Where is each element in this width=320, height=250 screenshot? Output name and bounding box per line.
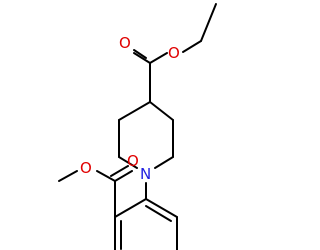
atom-o-methyl-ether: O	[80, 159, 92, 177]
bond-carbonyl-ether	[149, 52, 168, 64]
bond-carbonyl-double-2	[133, 49, 147, 59]
bond-ether-ch2	[182, 40, 202, 53]
bond-ch2-ch3	[200, 3, 217, 42]
bond-ring-n-c6	[154, 156, 174, 169]
bond-ether-methyl	[58, 170, 78, 182]
bond-benz-c6-c1	[145, 198, 178, 218]
bond-carbonyl-double-1	[133, 52, 151, 64]
bond-benz-c6-c1-inner	[145, 205, 172, 222]
bond-ring-c2-n	[118, 156, 138, 169]
atom-o-ethyl-carbonyl: O	[119, 34, 131, 52]
atom-n-piperidine: N	[140, 165, 151, 183]
bond-benz-c1-c2	[114, 198, 147, 218]
chemical-structure-diagram: O O N O O	[58, 3, 217, 250]
bond-ester-carbonyl-double-2	[110, 165, 129, 177]
bond-ester-carbon-ether	[96, 170, 116, 182]
bond-ring-c4-c3	[118, 101, 151, 121]
bond-ester-carbonyl-double-1	[114, 170, 133, 182]
atom-o-methyl-carbonyl: O	[127, 152, 139, 170]
bond-ring-c5-c4	[149, 101, 174, 121]
atom-o-ethyl-ether: O	[168, 44, 180, 62]
structure-canvas: O O N O O	[58, 3, 217, 250]
